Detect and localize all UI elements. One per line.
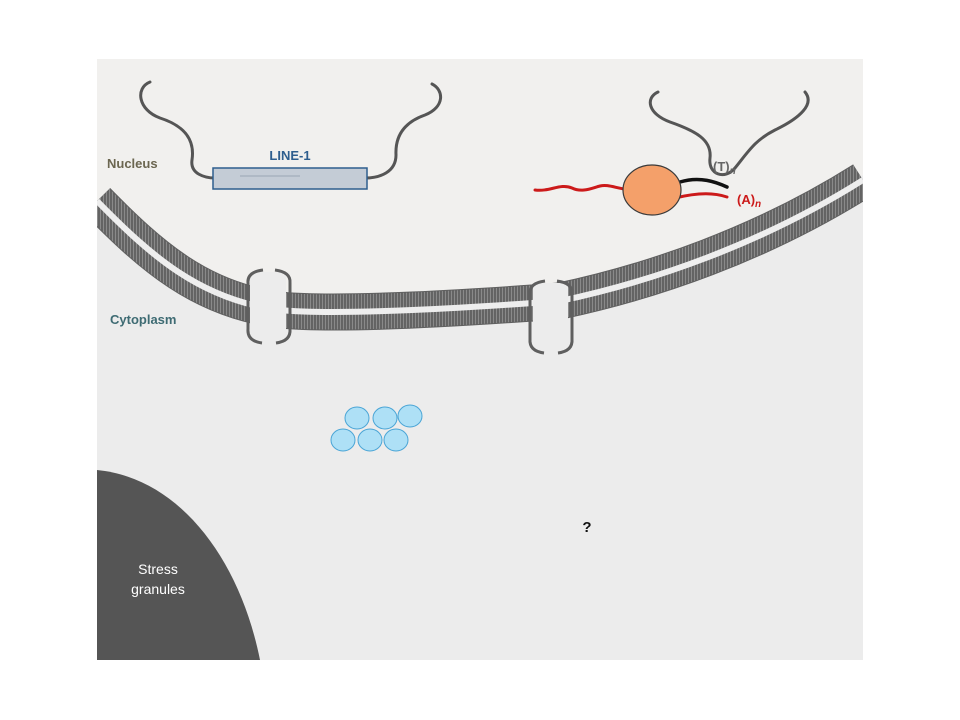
nuclear-pore-left: [248, 270, 290, 343]
nuclear-pore-right: [530, 281, 572, 353]
cell-diagram-svg: LINE-1 (T)n (A)n Nucleus Cytoplasm: [97, 59, 863, 660]
nucleus-label: Nucleus: [107, 156, 158, 171]
stress-granules-label-line2: granules: [131, 581, 185, 597]
line1-element: [213, 168, 367, 189]
line1-label: LINE-1: [269, 148, 310, 163]
stress-granules-label-line1: Stress: [138, 561, 178, 577]
ribonucleoprotein-particle-icon: [623, 165, 681, 215]
cytoplasm-label: Cytoplasm: [110, 312, 176, 327]
cell-diagram-panel: LINE-1 (T)n (A)n Nucleus Cytoplasm: [97, 59, 863, 660]
question-mark: ?: [582, 519, 591, 536]
